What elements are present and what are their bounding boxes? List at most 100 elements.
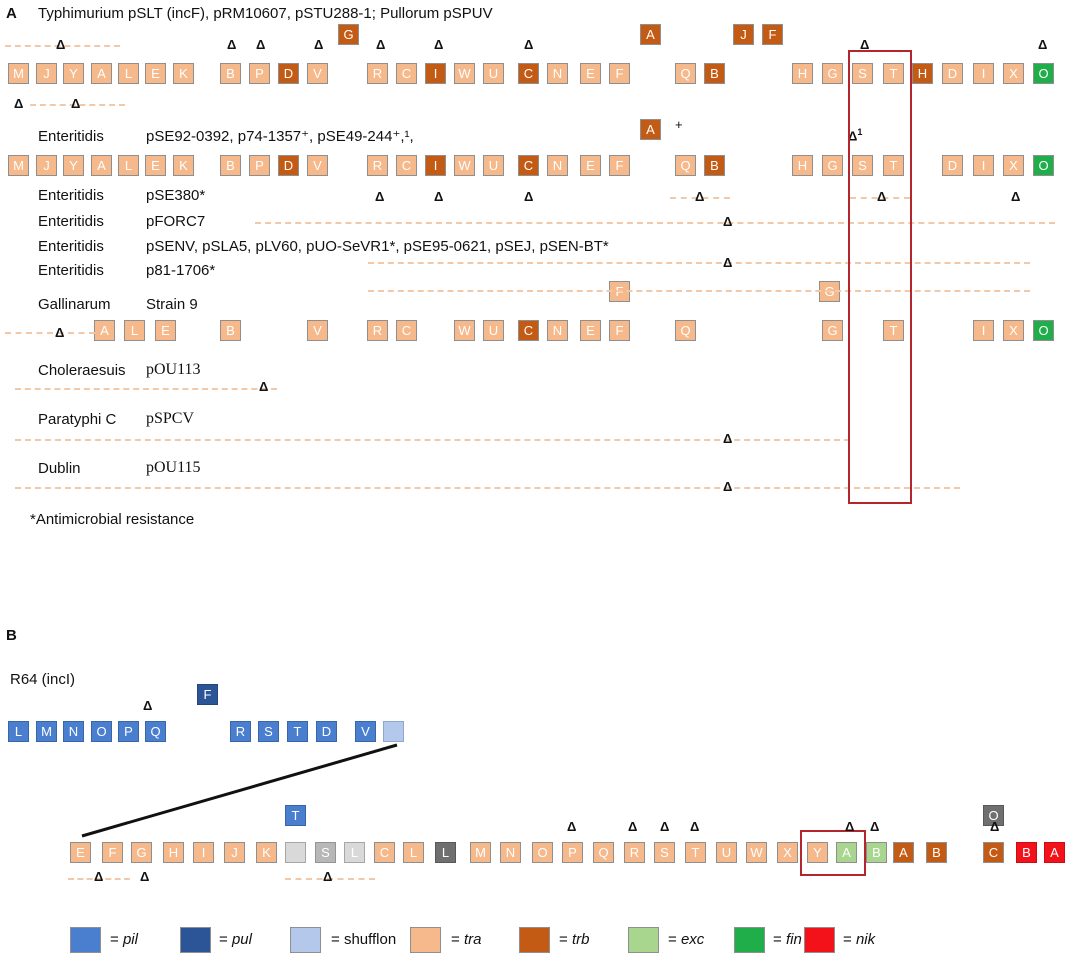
gallinarum-gene-box: T <box>883 320 904 341</box>
legend-item-trb: = trb <box>559 931 590 948</box>
delta-marker: Δ <box>227 37 237 52</box>
enteritidis-gene-box: I <box>425 155 446 176</box>
r64-bottom-gene-box: S <box>654 842 675 863</box>
gallinarum-gene-box: E <box>580 320 601 341</box>
typhimurium-gene-box: Y <box>63 63 84 84</box>
legend-item-tra: = tra <box>451 931 482 948</box>
row-serovar: Enteritidis <box>38 262 104 279</box>
gallinarum-gene-box: Q <box>675 320 696 341</box>
enteritidis-gene-box: L <box>118 155 139 176</box>
delta-marker: Δ <box>94 869 104 884</box>
deletion-line <box>285 878 375 880</box>
delta-marker: Δ <box>567 819 577 834</box>
enteritidis-gene-box: C <box>518 155 539 176</box>
enteritidis-gene-box: Y <box>63 155 84 176</box>
row-plasmids: pSE380* <box>146 187 206 204</box>
delta-marker: Δ <box>723 255 733 270</box>
row-plasmids: pOU115 <box>146 459 201 476</box>
r64-top-gene-box: D <box>316 721 337 742</box>
r64-bottom-gene-box: B <box>1016 842 1037 863</box>
gallinarum-gene-box: E <box>155 320 176 341</box>
row-serovar: Dublin <box>38 460 81 477</box>
gallinarum-gene-box: R <box>367 320 388 341</box>
delta-marker: Δ <box>140 869 150 884</box>
row-serovar: Enteritidis <box>38 213 104 230</box>
typhimurium-gene-box: R <box>367 63 388 84</box>
enteritidis-gene-box: C <box>396 155 417 176</box>
delta-marker: Δ <box>990 819 1000 834</box>
r64-bottom-gene-box: X <box>777 842 798 863</box>
deletion-line <box>255 222 1055 224</box>
typhimurium-gene-box: D <box>278 63 299 84</box>
typhimurium-gene-box: J <box>36 63 57 84</box>
r64-top-gene-box: M <box>36 721 57 742</box>
legend-swatch-exc <box>628 927 659 953</box>
delta-marker: Δ <box>860 37 870 52</box>
connector-line <box>81 743 398 838</box>
r64-bottom-gene-box: C <box>374 842 395 863</box>
typhimurium-gene-box: F <box>609 63 630 84</box>
r64-bottom-gene-box: M <box>470 842 491 863</box>
typhimurium-gene-box: B <box>220 63 241 84</box>
r64-bottom-gene-box: B <box>926 842 947 863</box>
legend-item-shufflon: = shufflon <box>331 931 397 948</box>
deletion-line <box>15 388 277 390</box>
delta-marker: Δ <box>1038 37 1048 52</box>
delta-marker: Δ <box>434 189 444 204</box>
enteritidis-gene-box: B <box>704 155 725 176</box>
row-plasmids: pSENV, pSLA5, pLV60, pUO-SeVR1*, pSE95-0… <box>146 238 609 255</box>
legend-swatch-nik <box>804 927 835 953</box>
typhimurium-gene-box: G <box>822 63 843 84</box>
delta-marker: Δ <box>628 819 638 834</box>
typhimurium-gene-box: H <box>792 63 813 84</box>
enteritidis-gene-box: H <box>792 155 813 176</box>
typhimurium-gene-box: E <box>145 63 166 84</box>
enteritidis-gene-box: M <box>8 155 29 176</box>
typhimurium-gene-box: U <box>483 63 504 84</box>
r64-bottom-gene-box: K <box>256 842 277 863</box>
enteritidis-gene-box: G <box>822 155 843 176</box>
legend-item-nik: = nik <box>843 931 876 948</box>
r64-top-gene-box: S <box>258 721 279 742</box>
delta-marker: Δ <box>14 96 24 111</box>
delta-marker: Δ <box>376 37 386 52</box>
r64-top-gene-box: P <box>118 721 139 742</box>
row-plasmids: pFORC7 <box>146 213 206 230</box>
r64-bottom-gene-box: P <box>562 842 583 863</box>
delta-marker: Δ <box>660 819 670 834</box>
r64-top-gene-box: Q <box>145 721 166 742</box>
typhimurium-gene-box: P <box>249 63 270 84</box>
enteritidis-gene-box: K <box>173 155 194 176</box>
enteritidis-gene-box: D <box>278 155 299 176</box>
panel-b-label: B <box>6 627 17 644</box>
deletion-line <box>5 332 95 334</box>
gallinarum-gene-box: G <box>822 320 843 341</box>
enteritidis-gene-box: R <box>367 155 388 176</box>
r64-bottom-gene-box: G <box>131 842 152 863</box>
r64-bottom-gene-box: I <box>193 842 214 863</box>
typhimurium-gene-box: X <box>1003 63 1024 84</box>
enteritidis-gene-box: X <box>1003 155 1024 176</box>
delta-marker: Δ <box>259 379 269 394</box>
r64-bottom-gene-box: A <box>836 842 857 863</box>
r64-bottom-gene-box: Y <box>807 842 828 863</box>
delta-marker: Δ <box>723 431 733 446</box>
enteritidis-gene-box: W <box>454 155 475 176</box>
r64-bottom-gene-box: O <box>983 805 1004 826</box>
footnote: *Antimicrobial resistance <box>30 511 195 528</box>
deletion-line <box>368 290 1030 292</box>
delta-marker: Δ <box>524 189 534 204</box>
r64-bottom-gene-box <box>285 842 306 863</box>
r64-top-gene-box: O <box>91 721 112 742</box>
typhimurium-gene-box: H <box>912 63 933 84</box>
r64-bottom-gene-box: N <box>500 842 521 863</box>
delta-marker: Δ <box>434 37 444 52</box>
deletion-line <box>5 45 120 47</box>
delta-marker: Δ <box>1011 189 1021 204</box>
deletion-line <box>850 197 910 199</box>
delta-symbol: Δ <box>848 128 858 144</box>
row-serovar: Paratyphi C <box>38 411 117 428</box>
typhimurium-gene-box: A <box>91 63 112 84</box>
r64-bottom-gene-box: L <box>403 842 424 863</box>
typhimurium-gene-box: W <box>454 63 475 84</box>
